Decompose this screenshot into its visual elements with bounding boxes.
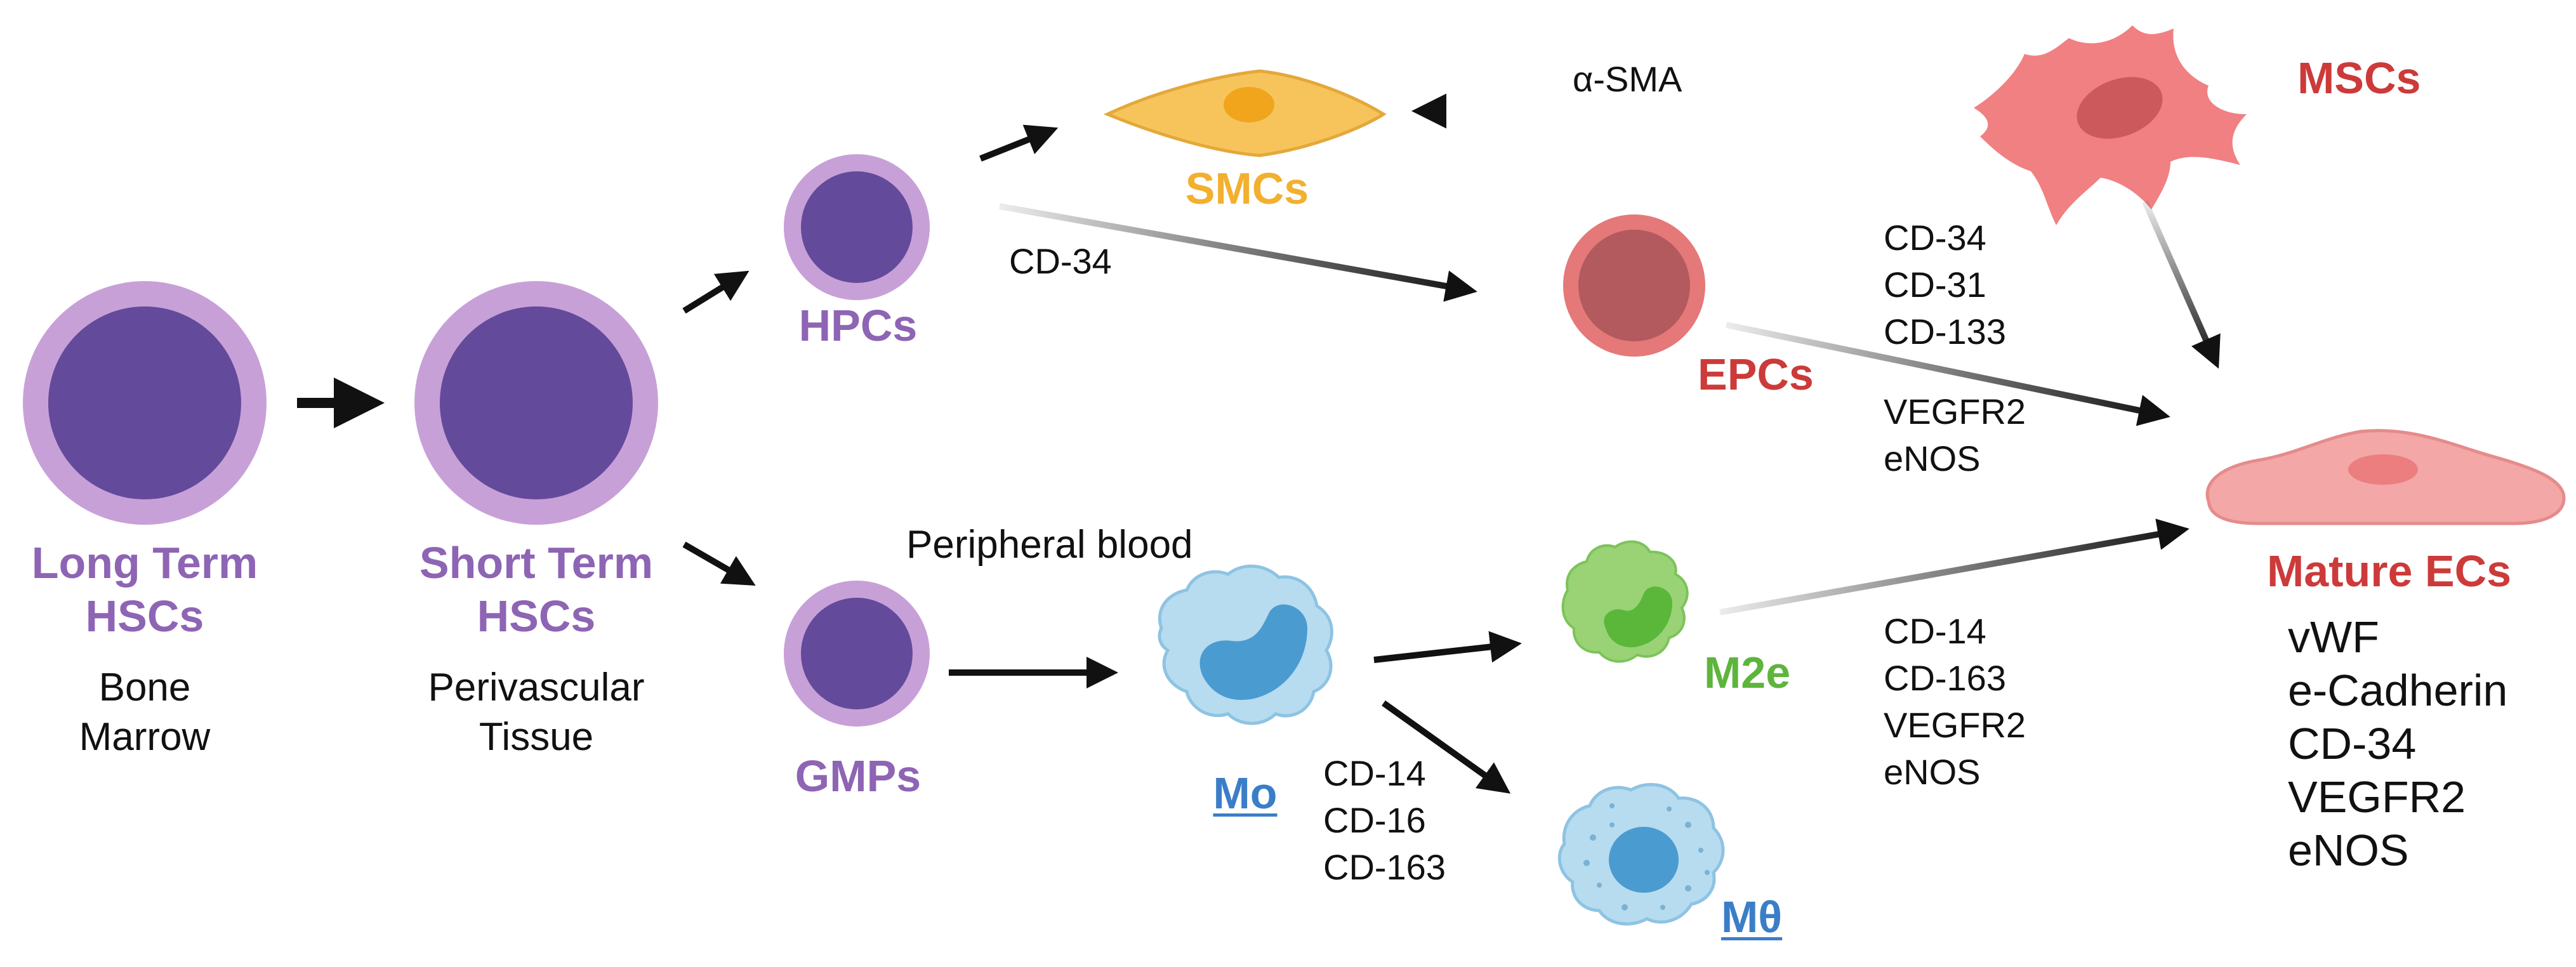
lt-hsc-title-line1: Long Term	[31, 538, 258, 588]
arrow-msc-to-ec	[2142, 200, 2221, 369]
ec-markers: vWF e-Cadherin CD-34 VEGFR2 eNOS	[2288, 610, 2507, 877]
st-hsc-title: Short Term HSCs	[419, 536, 653, 643]
epc-marker-cd31: CD-31	[1884, 264, 1986, 305]
st-hsc-location-line1: Perivascular	[428, 666, 645, 709]
ec-marker-vwf: vWF	[2288, 612, 2379, 662]
arrow-mo-to-mtheta	[1382, 700, 1511, 794]
mature-ec-title: Mature ECs	[2267, 546, 2512, 596]
msc-cell	[1974, 25, 2247, 225]
epc-markers-group-2: VEGFR2 eNOS	[1884, 388, 2026, 482]
st-hsc-location: Perivascular Tissue	[428, 663, 644, 761]
st-hsc-title-line2: HSCs	[477, 591, 596, 641]
peripheral-blood-label: Peripheral blood	[906, 523, 1193, 567]
mtheta-cell	[1557, 782, 1725, 926]
mo-title: Mo	[1213, 768, 1278, 818]
mo-markers: CD-14 CD-16 CD-163	[1323, 750, 1446, 891]
epc-marker-cd133: CD-133	[1884, 311, 2006, 352]
epc-marker-cd34: CD-34	[1884, 218, 1986, 258]
arrow-st-to-hpc	[682, 270, 750, 314]
arrow-mo-to-m2e	[1373, 631, 1522, 663]
st-hsc-title-line1: Short Term	[419, 538, 654, 588]
hpc-cell	[784, 154, 930, 300]
epc-markers-group-1: CD-34 CD-31 CD-133	[1884, 214, 2006, 355]
arrow-hpc-to-epc	[999, 203, 1477, 302]
mature-ec-cell	[2205, 429, 2566, 525]
lt-hsc-location-line1: Bone	[98, 666, 191, 709]
monocyte-cell	[1158, 564, 1333, 725]
smc-cell	[1103, 69, 1387, 157]
epc-cell	[1563, 214, 1705, 357]
lt-hsc-title: Long Term HSCs	[32, 536, 258, 643]
lt-hsc-title-line2: HSCs	[85, 591, 204, 641]
m2e-marker-cd14: CD-14	[1884, 611, 1986, 651]
ec-marker-enos: eNOS	[2288, 826, 2409, 875]
m2e-marker-enos: eNOS	[1884, 751, 1981, 792]
ec-marker-cd34: CD-34	[2288, 719, 2417, 768]
epc-title: EPCs	[1698, 350, 1814, 399]
arrows	[297, 93, 2221, 794]
mo-marker-cd163: CD-163	[1323, 846, 1446, 887]
lt-hsc-location: Bone Marrow	[79, 663, 211, 761]
ec-marker-vegfr2: VEGFR2	[2288, 772, 2466, 822]
mtheta-title: Mθ	[1721, 892, 1783, 942]
arrow-epc-to-ec	[1725, 322, 2170, 426]
arrow-hpc-to-smc	[979, 124, 1059, 162]
epc-marker-enos: eNOS	[1884, 438, 1981, 478]
epc-marker-vegfr2: VEGFR2	[1884, 391, 2026, 431]
msc-title: MSCs	[2297, 53, 2421, 103]
ec-marker-ecadherin: e-Cadherin	[2288, 666, 2508, 715]
gmp-cell	[784, 581, 930, 727]
st-hsc-cell	[414, 281, 658, 525]
hpc-title: HPCs	[798, 301, 918, 350]
arrow-m2e-to-ec	[1719, 518, 2190, 615]
mo-marker-cd16: CD-16	[1323, 799, 1426, 840]
m2e-marker-vegfr2: VEGFR2	[1884, 704, 2026, 745]
smc-title: SMCs	[1185, 164, 1309, 213]
m2e-marker-cd163: CD-163	[1884, 657, 2006, 698]
st-hsc-location-line2: Tissue	[479, 714, 594, 759]
arrow-st-to-gmp	[682, 541, 756, 586]
lt-hsc-cell	[23, 281, 267, 525]
hpc-to-epc-label: CD-34	[1009, 241, 1112, 281]
lt-hsc-location-line2: Marrow	[79, 714, 211, 759]
m2e-cell	[1561, 540, 1689, 663]
m2e-title: M2e	[1704, 648, 1791, 697]
m2e-markers: CD-14 CD-163 VEGFR2 eNOS	[1884, 608, 2026, 796]
gmp-title: GMPs	[795, 751, 921, 801]
mo-marker-cd14: CD-14	[1323, 753, 1426, 793]
alpha-sma-label: α-SMA	[1573, 59, 1682, 99]
